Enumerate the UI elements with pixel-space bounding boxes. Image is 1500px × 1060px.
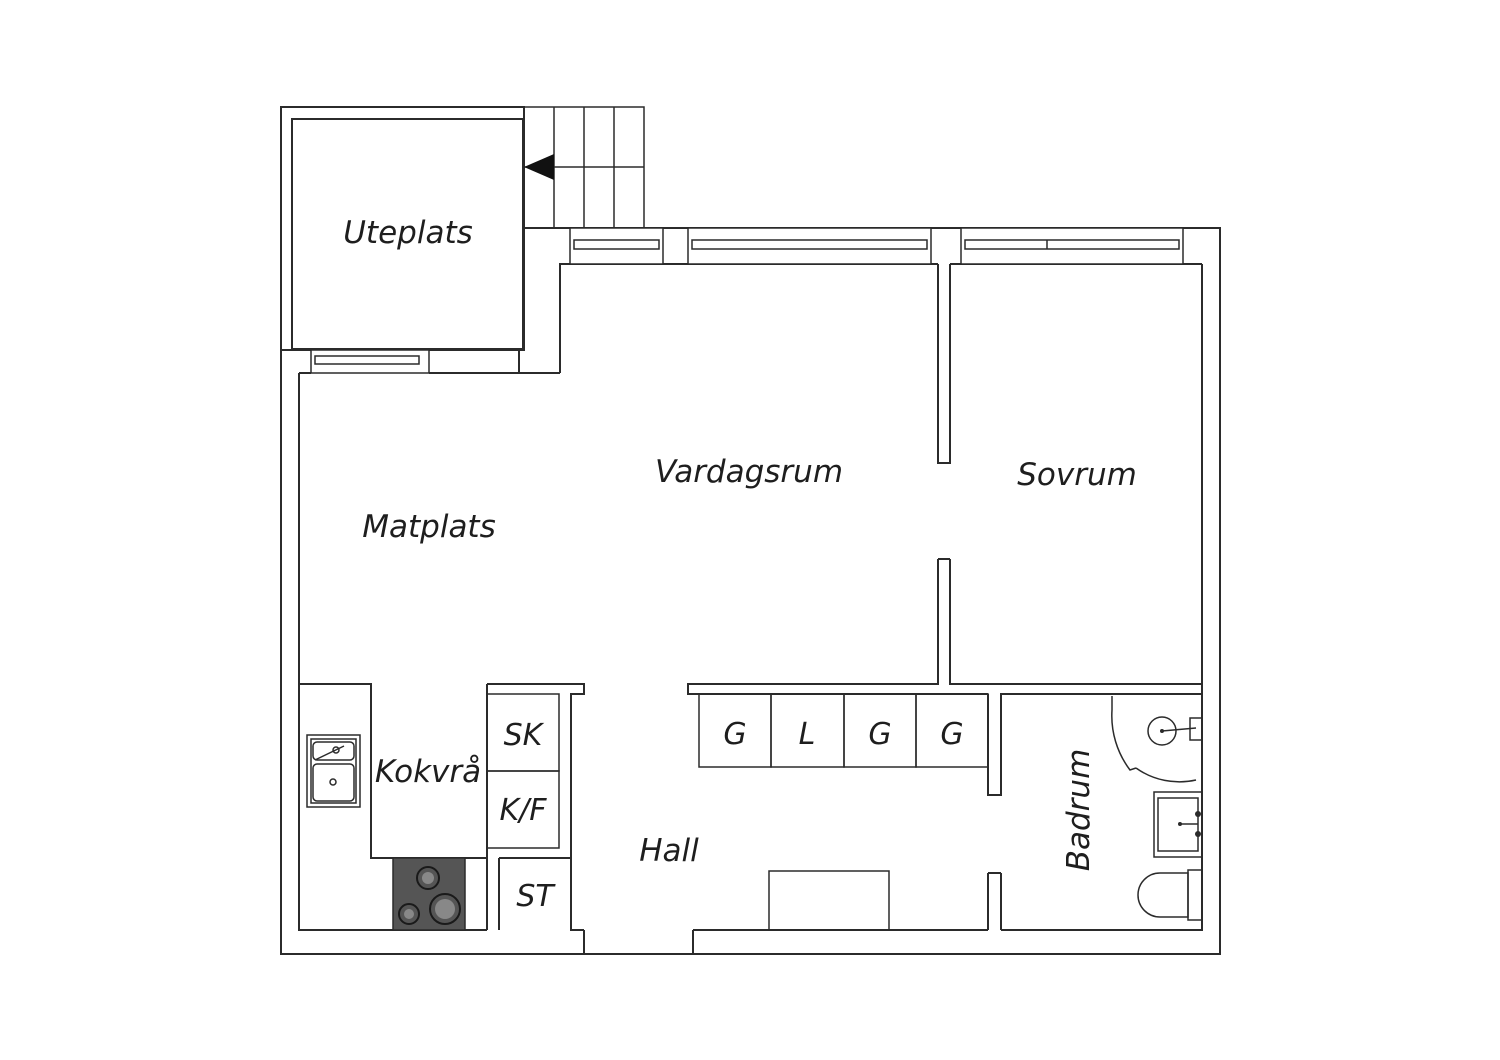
closet-label: G <box>940 717 963 752</box>
window-living-left <box>569 227 664 265</box>
room-label-kokvra: Kokvrå <box>375 754 481 790</box>
windows <box>310 227 1184 374</box>
window-living-right <box>687 227 932 265</box>
room-label-vardagsrum: Vardagsrum <box>655 454 843 490</box>
kitchen-sink-icon <box>306 734 361 808</box>
fixture-label-kf: K/F <box>499 793 547 828</box>
washbasin-icon <box>1153 791 1203 858</box>
closet-label: L <box>799 717 816 752</box>
shower-icon <box>1111 696 1203 783</box>
fixture-label-st: ST <box>516 879 556 914</box>
fixture-label-sk: SK <box>504 718 545 753</box>
stairs-arrow-icon <box>524 154 554 180</box>
stairs <box>524 106 645 228</box>
stove-icon <box>392 857 466 931</box>
room-label-sovrum: Sovrum <box>1017 457 1137 493</box>
hall-bench <box>768 870 890 931</box>
window-bedroom <box>960 227 1184 265</box>
room-label-hall: Hall <box>639 833 699 869</box>
closets <box>698 693 989 768</box>
room-label-matplats: Matplats <box>362 509 496 545</box>
room-label-badrum: Badrum <box>1061 749 1097 872</box>
toilet-icon <box>1137 869 1203 921</box>
window-patio <box>310 349 430 374</box>
room-label-uteplats: Uteplats <box>343 215 473 251</box>
closet-label: G <box>868 717 891 752</box>
closet-label: G <box>723 717 746 752</box>
